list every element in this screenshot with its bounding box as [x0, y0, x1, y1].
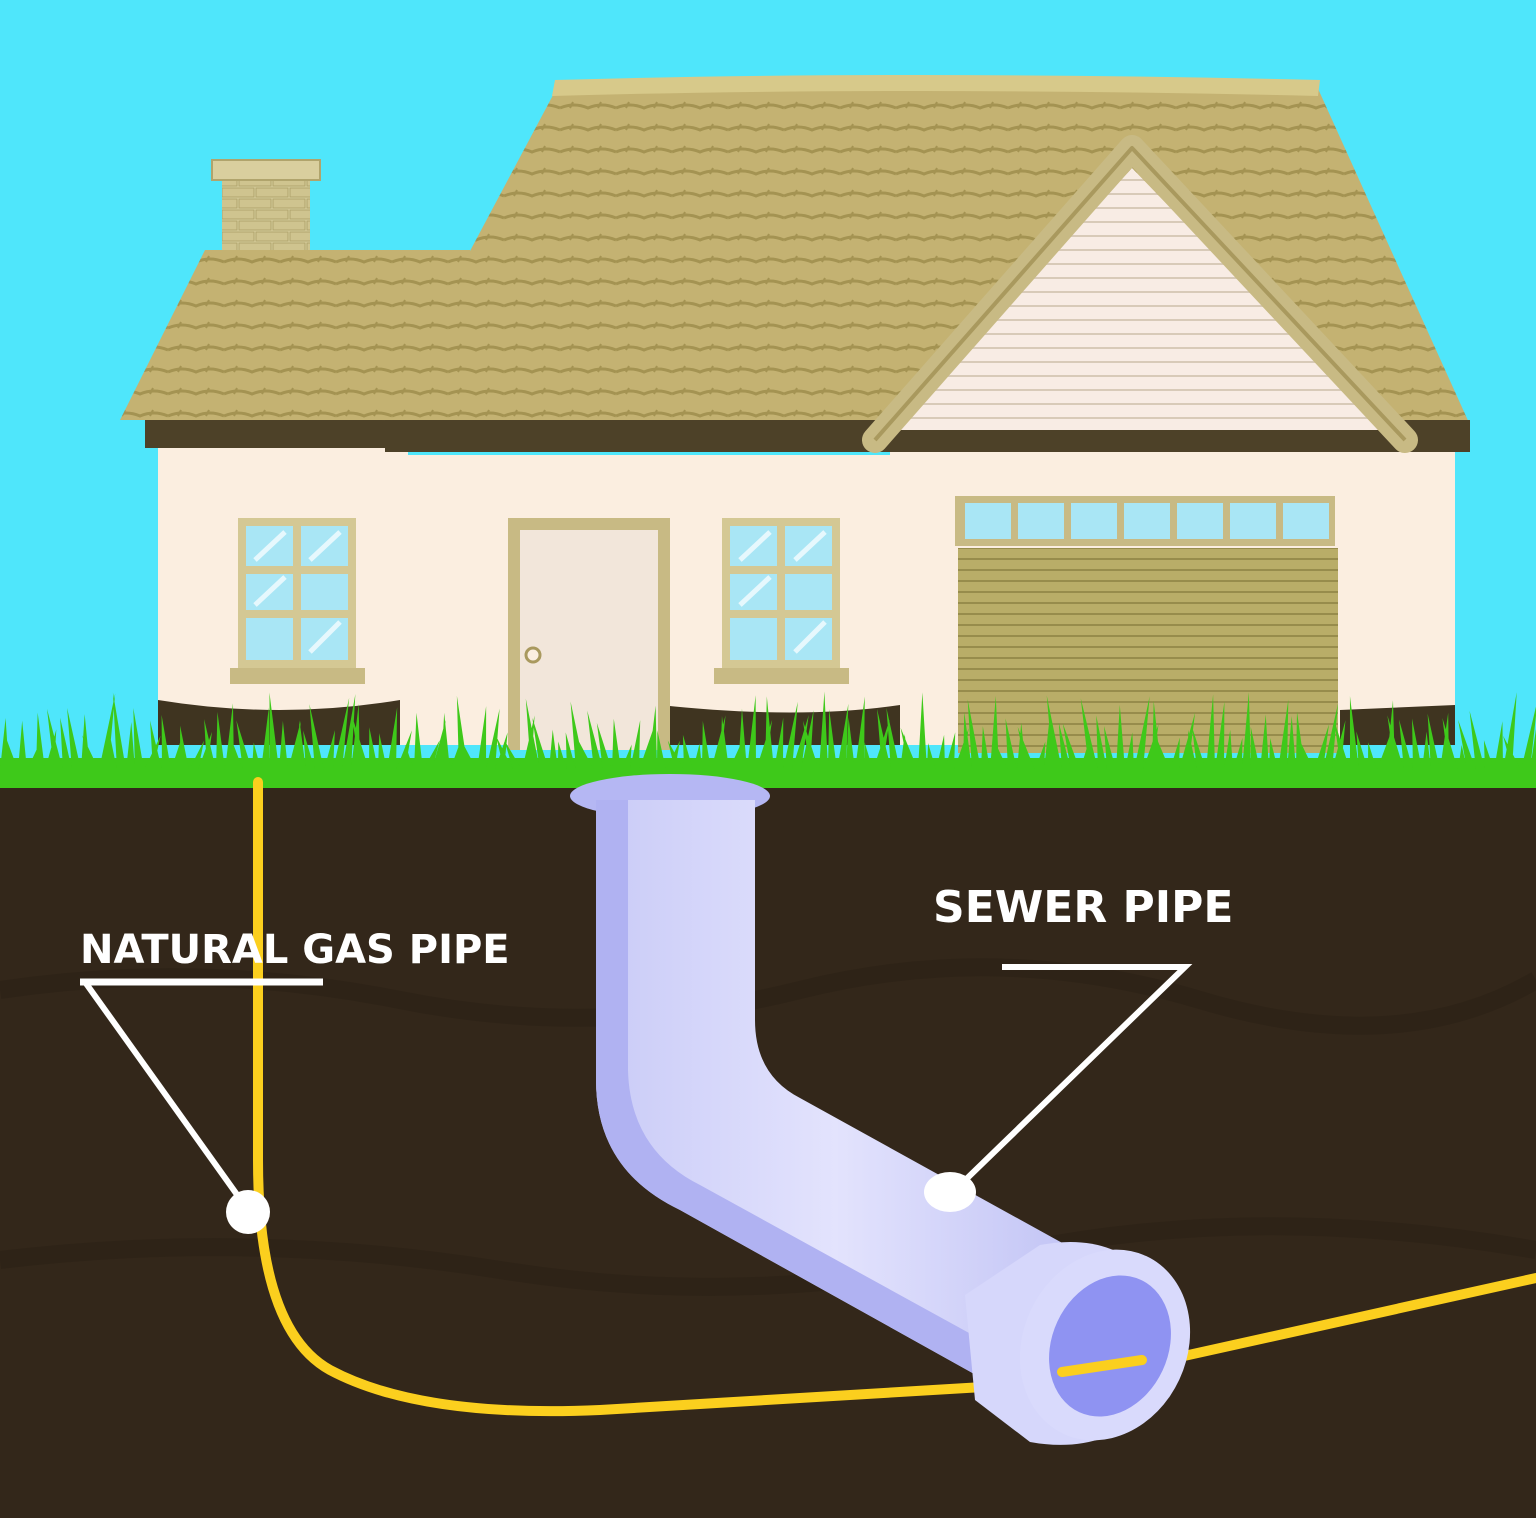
- gable: [895, 168, 1385, 430]
- sewer-pipe-label: SEWER PIPE: [933, 882, 1233, 933]
- window-icon: [714, 518, 849, 684]
- gas-pipe-label: NATURAL GAS PIPE: [80, 927, 510, 973]
- door-icon: [508, 518, 670, 750]
- grass-icon: [0, 691, 1536, 788]
- gas-pipe-marker: [226, 1190, 270, 1234]
- sewer-pipe-callout: SEWER PIPE: [924, 882, 1233, 1212]
- natural-gas-pipe-exit: [1170, 1273, 1536, 1363]
- sewer-pipe: [570, 774, 1191, 1445]
- sewer-pipe-marker: [924, 1172, 976, 1212]
- sewer-pipe-leader-line: [952, 964, 1193, 1193]
- natural-gas-pipe: [253, 777, 1005, 1417]
- garage-door-icon: [955, 496, 1338, 753]
- window-icon: [230, 518, 365, 684]
- gas-pipe-leader-line: [82, 980, 251, 1212]
- house: [120, 75, 1470, 753]
- gas-pipe-callout: NATURAL GAS PIPE: [80, 927, 510, 1234]
- left-roof: [120, 250, 470, 420]
